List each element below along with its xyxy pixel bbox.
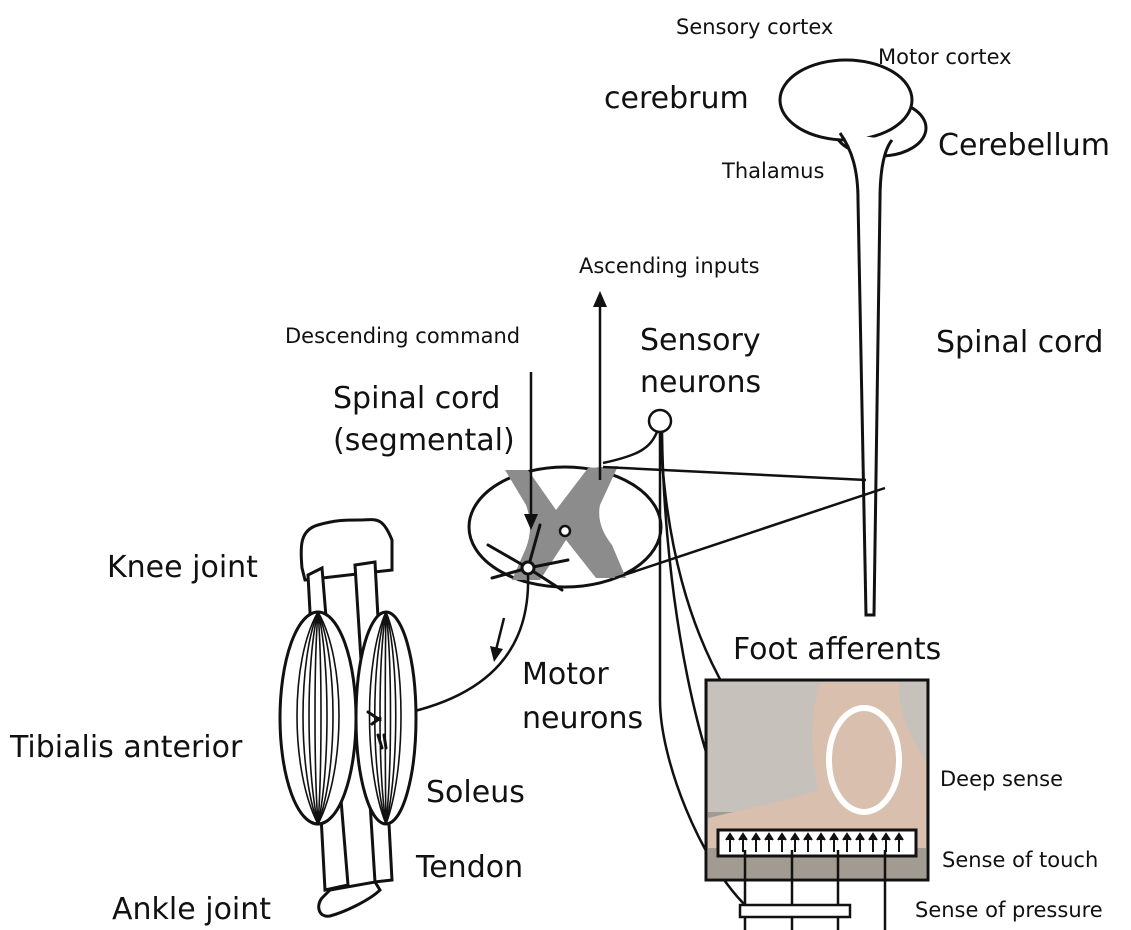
label-tibialis-anterior: Tibialis anterior <box>9 730 243 765</box>
sensory-neuron-soma <box>649 410 671 432</box>
label-sensory-neurons-1: Sensory <box>640 323 761 358</box>
central-canal <box>560 526 570 536</box>
label-spinal-cord-segmental-2: (segmental) <box>333 423 515 458</box>
label-motor-cortex: Motor cortex <box>878 45 1012 69</box>
label-soleus: Soleus <box>426 775 525 810</box>
foot-photo <box>706 680 928 930</box>
label-tendon: Tendon <box>415 850 523 885</box>
label-motor-neurons-1: Motor <box>522 657 609 692</box>
spinal-cord-shape <box>840 133 892 615</box>
label-spinal-cord-segmental-1: Spinal cord <box>333 381 500 416</box>
cerebrum-shape <box>780 60 912 140</box>
label-thalamus: Thalamus <box>721 159 824 183</box>
ascending-inputs-arrow <box>593 291 607 480</box>
tibialis-anterior-muscle <box>280 612 356 824</box>
label-ascending-inputs: Ascending inputs <box>579 254 760 278</box>
label-sensory-cortex: Sensory cortex <box>676 15 833 39</box>
label-cerebrum: cerebrum <box>604 81 749 116</box>
label-ankle-joint: Ankle joint <box>112 892 271 927</box>
label-descending-command: Descending command <box>285 324 520 348</box>
label-spinal-cord: Spinal cord <box>936 325 1103 360</box>
label-sensory-neurons-2: neurons <box>640 365 761 400</box>
label-deep-sense: Deep sense <box>940 767 1063 791</box>
spinal-cord-section <box>469 466 661 587</box>
label-sense-of-pressure: Sense of pressure <box>915 898 1103 922</box>
label-cerebellum: Cerebellum <box>938 128 1110 163</box>
motor-output-arrow <box>490 618 504 662</box>
label-motor-neurons-2: neurons <box>522 701 643 736</box>
label-foot-afferents: Foot afferents <box>733 632 941 667</box>
label-sense-of-touch: Sense of touch <box>942 848 1098 872</box>
label-knee-joint: Knee joint <box>107 550 258 585</box>
